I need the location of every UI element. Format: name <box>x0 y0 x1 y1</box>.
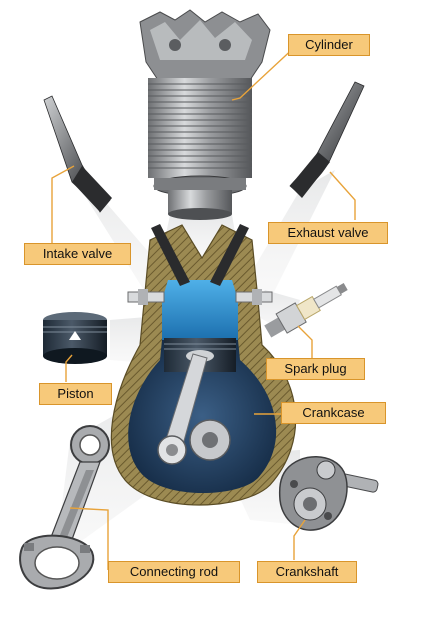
spark-plug-leader <box>297 325 313 358</box>
crankcase-label: Crankcase <box>281 402 386 424</box>
crankshaft-part <box>278 456 379 531</box>
cylinder-label: Cylinder <box>288 34 370 56</box>
connecting-rod-part <box>19 425 110 590</box>
crankshaft-leader <box>293 519 306 560</box>
spark-plug-label: Spark plug <box>266 358 365 380</box>
intake-valve-part <box>43 95 112 213</box>
piston-leader <box>65 354 73 382</box>
piston-label: Piston <box>39 383 112 405</box>
exhaust-valve-label: Exhaust valve <box>268 222 388 244</box>
connecting-rod-label: Connecting rod <box>108 561 240 583</box>
exhaust-valve-part <box>289 81 365 198</box>
engine-cross-section <box>110 224 297 506</box>
leader-lines <box>51 43 356 570</box>
cylinder-part <box>139 9 271 220</box>
intake-valve-leader <box>51 165 75 244</box>
intake-valve-label: Intake valve <box>24 243 131 265</box>
connecting-rod-leader <box>69 507 109 570</box>
spark-plug-part <box>264 283 348 338</box>
piston-part <box>43 312 107 364</box>
crankshaft-label: Crankshaft <box>257 561 357 583</box>
cylinder-leader <box>231 43 299 101</box>
exhaust-valve-leader <box>329 171 356 220</box>
